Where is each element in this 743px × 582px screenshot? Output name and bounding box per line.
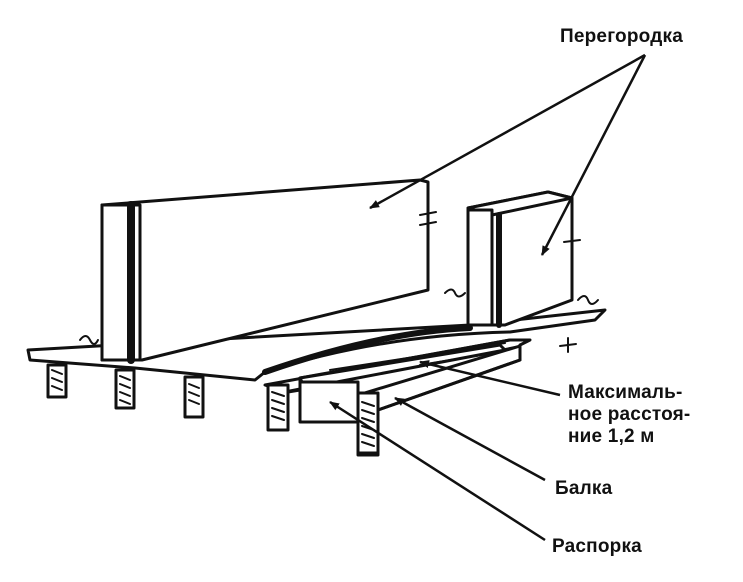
- label-partition: Перегородка: [560, 26, 683, 47]
- label-beam: Балка: [555, 478, 613, 499]
- joist-1: [46, 363, 68, 399]
- arrow-partition-1: [369, 53, 646, 210]
- leader-lines: [329, 53, 647, 542]
- deck-cut-edge: [262, 325, 473, 375]
- arrow-beam: [394, 396, 546, 482]
- label-max-distance: Максималь- ное расстоя- ние 1,2 м: [568, 382, 691, 447]
- partition-wall-short: [466, 190, 574, 328]
- strut-edge: [329, 342, 506, 371]
- arrow-partition-2: [540, 54, 647, 256]
- label-strut: Распорка: [552, 536, 642, 557]
- break-marks: [79, 194, 599, 353]
- arrow-max-distance: [419, 360, 561, 397]
- joist-3: [183, 375, 205, 419]
- joist-2: [114, 368, 136, 410]
- arrow-strut: [329, 400, 546, 542]
